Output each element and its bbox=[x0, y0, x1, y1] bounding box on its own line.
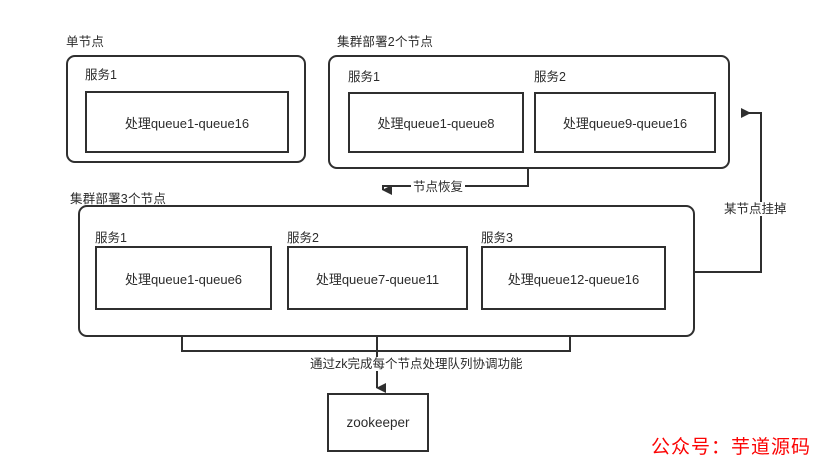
service-box-cluster3-2: 处理queue7-queue11 bbox=[287, 246, 468, 310]
edge-label-zk-coordination: 通过zk完成每个节点处理队列协调功能 bbox=[308, 357, 525, 371]
service-box-cluster2-2: 处理queue9-queue16 bbox=[534, 92, 716, 153]
service-queue-text: 处理queue1-queue8 bbox=[377, 116, 495, 131]
service-box-cluster3-3: 处理queue12-queue16 bbox=[481, 246, 666, 310]
edge-label-node-recover: 节点恢复 bbox=[411, 180, 466, 194]
edge-label-node-down: 某节点挂掉 bbox=[722, 202, 789, 216]
service-label-cluster2-2: 服务2 bbox=[534, 70, 566, 84]
service-queue-text: 处理queue1-queue6 bbox=[124, 271, 243, 287]
service-queue-text: 处理queue12-queue16 bbox=[507, 271, 640, 287]
group-label-cluster-3: 集群部署3个节点 bbox=[70, 192, 167, 206]
group-label-cluster-2: 集群部署2个节点 bbox=[337, 35, 434, 49]
service-label-single-1: 服务1 bbox=[85, 68, 117, 82]
service-label-cluster3-2: 服务2 bbox=[287, 231, 319, 245]
service-label-cluster3-3: 服务3 bbox=[481, 231, 513, 245]
zookeeper-box: zookeeper bbox=[327, 393, 429, 452]
service-box-cluster2-1: 处理queue1-queue8 bbox=[348, 92, 524, 153]
service-queue-text: 处理queue7-queue11 bbox=[315, 271, 440, 287]
service-label-cluster3-1: 服务1 bbox=[95, 231, 127, 245]
service-label-cluster2-1: 服务1 bbox=[348, 70, 380, 84]
service-queue-text: 处理queue9-queue16 bbox=[562, 116, 688, 131]
service-box-cluster3-1: 处理queue1-queue6 bbox=[95, 246, 272, 310]
service-queue-text: 处理queue1-queue16 bbox=[124, 115, 250, 131]
zookeeper-label: zookeeper bbox=[346, 415, 410, 430]
watermark-text: 公众号：芋道源码 bbox=[651, 437, 812, 458]
service-box-single-1: 处理queue1-queue16 bbox=[85, 91, 289, 153]
group-label-single-node: 单节点 bbox=[66, 35, 105, 49]
